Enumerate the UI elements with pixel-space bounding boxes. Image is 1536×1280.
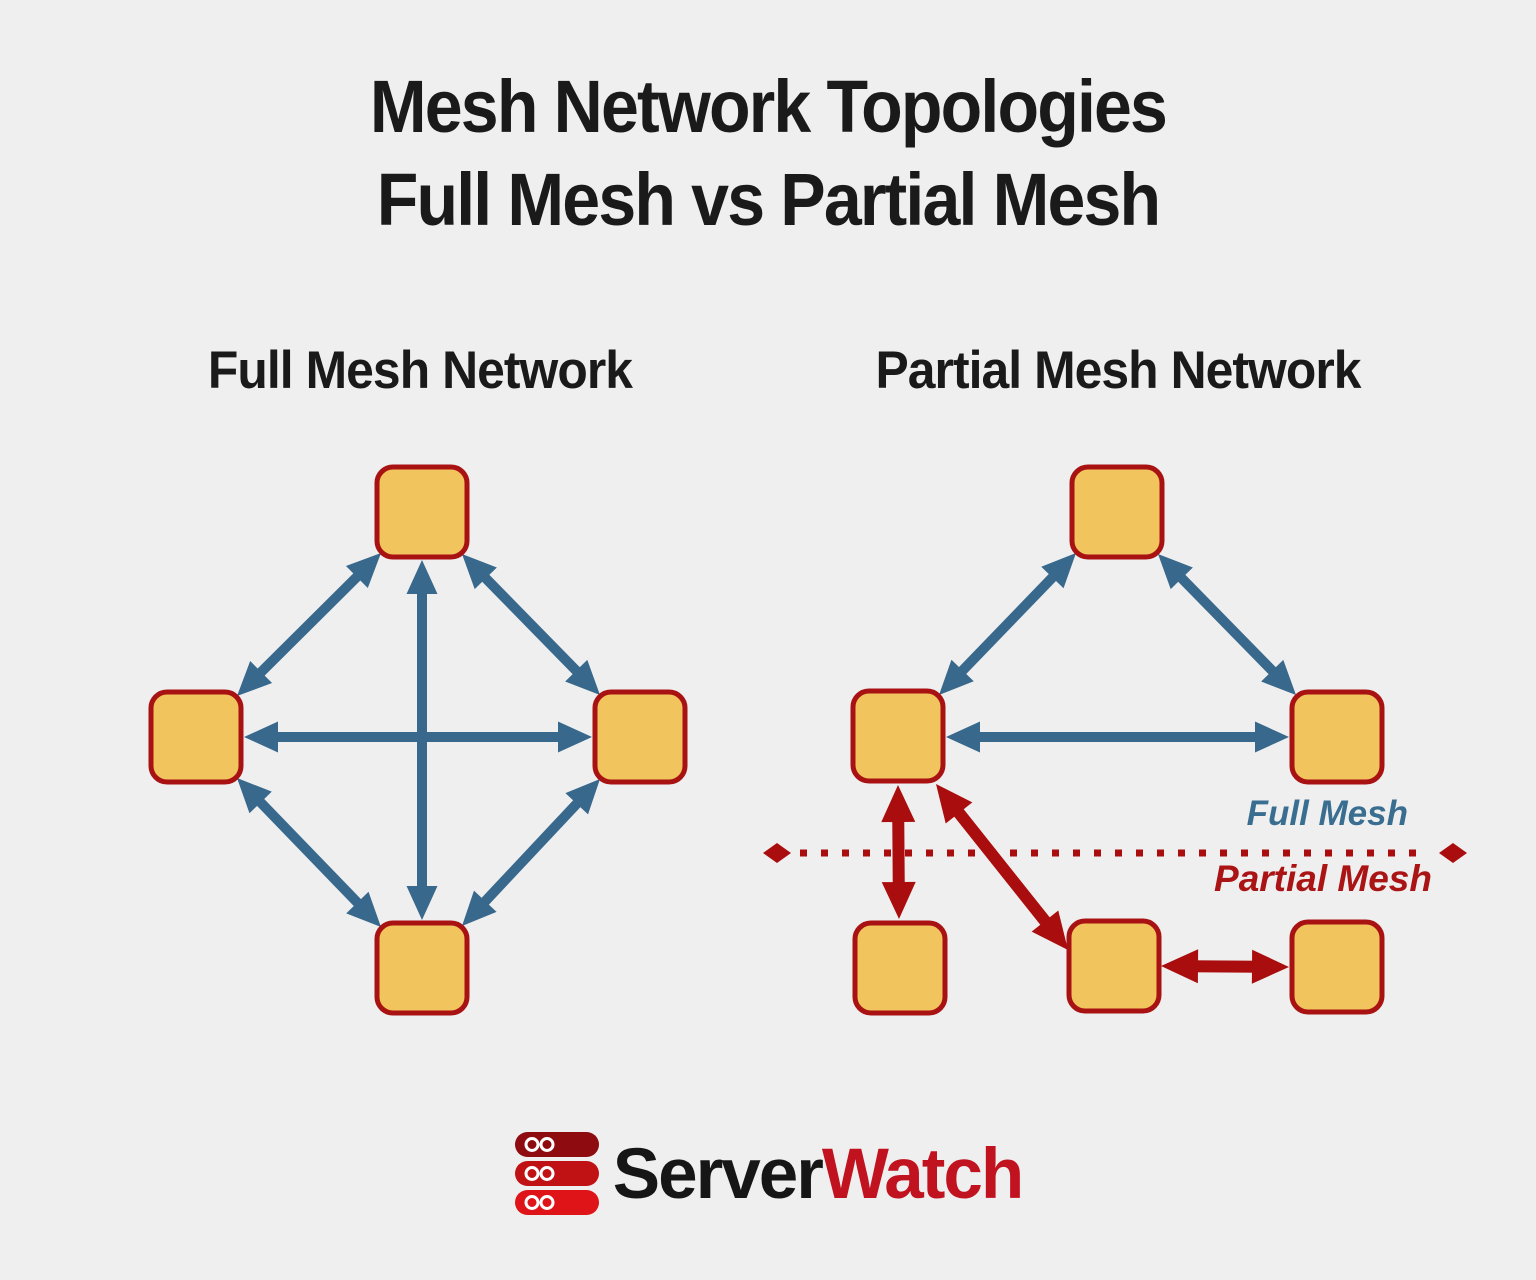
serverwatch-logo: ServerWatch [0, 1124, 1536, 1224]
link-pm-top-pm-right-arrowhead [1261, 659, 1296, 695]
link-pm-top-pm-left-arrowhead [1041, 553, 1076, 589]
serverwatch-wordmark: ServerWatch [613, 1139, 1024, 1210]
logo-text-server: Server [612, 1134, 824, 1214]
partial-mesh-network-label: Partial Mesh Network [875, 341, 1361, 400]
link-fm-top-fm-bottom-arrowhead [406, 560, 438, 594]
link-fm-left-fm-bottom-arrowhead [346, 891, 381, 927]
link-fm-right-fm-bottom [475, 794, 587, 911]
partial-mesh-legend-label: Partial Mesh [1214, 858, 1432, 899]
link-pm-left-pm-right-arrowhead [1255, 721, 1289, 753]
link-fm-top-fm-bottom-arrowhead [406, 886, 438, 920]
node-fm-left [148, 689, 244, 785]
link-pm-left-pm-right-arrowhead [946, 721, 980, 753]
link-fm-top-fm-left-arrowhead [237, 661, 273, 696]
link-fm-left-fm-right-arrowhead [244, 721, 278, 753]
node-pm-b2 [1066, 918, 1162, 1014]
link-fm-right-fm-bottom-arrowhead [462, 890, 497, 926]
link-pm-top-pm-right [1172, 568, 1282, 681]
divider-diamond-endpoint [763, 843, 791, 863]
link-fm-top-fm-right-arrowhead [565, 659, 600, 695]
link-pm-left-pm-b2-arrowhead [936, 784, 973, 824]
node-fm-right [592, 689, 688, 785]
node-pm-b1 [852, 920, 948, 1016]
link-fm-left-fm-bottom-arrowhead [237, 778, 272, 814]
link-fm-top-fm-right [476, 568, 586, 681]
link-fm-top-fm-left [251, 567, 367, 682]
title-line-1: Mesh Network Topologies [369, 65, 1168, 148]
divider-diamond-endpoint [1439, 843, 1467, 863]
full-mesh-legend-label: Full Mesh [1246, 794, 1408, 833]
node-pm-left [850, 688, 946, 784]
link-pm-top-pm-right-arrowhead [1158, 554, 1193, 590]
link-pm-left-pm-b1-arrowhead [881, 881, 916, 919]
link-pm-left-pm-b1-arrowhead [881, 785, 916, 823]
link-pm-left-pm-b2-arrowhead [1031, 910, 1068, 950]
node-fm-bottom [374, 920, 470, 1016]
node-pm-b3 [1289, 919, 1385, 1015]
link-pm-b2-pm-b3 [1188, 960, 1262, 973]
title-line-2: Full Mesh vs Partial Mesh [376, 158, 1161, 241]
link-pm-left-pm-b1 [892, 812, 905, 892]
link-pm-b2-pm-b3-arrowhead [1251, 949, 1289, 984]
link-pm-top-pm-left-arrowhead [939, 659, 974, 695]
server-stack-icon [514, 1132, 599, 1215]
full-mesh-network-label: Full Mesh Network [207, 341, 633, 400]
link-fm-top-fm-left-arrowhead [345, 553, 381, 588]
node-pm-right [1289, 689, 1385, 785]
link-pm-b2-pm-b3-arrowhead [1161, 949, 1199, 984]
link-pm-left-pm-b2 [948, 801, 1056, 933]
node-pm-top [1069, 464, 1165, 560]
link-pm-top-pm-left [953, 567, 1062, 681]
node-fm-top [374, 464, 470, 560]
logo-text-watch: Watch [821, 1134, 1024, 1214]
link-fm-top-fm-right-arrowhead [462, 554, 497, 590]
page-title: Mesh Network Topologies Full Mesh vs Par… [61, 60, 1474, 246]
link-fm-left-fm-right-arrowhead [558, 721, 592, 753]
link-fm-right-fm-bottom-arrowhead [565, 779, 600, 815]
link-fm-left-fm-bottom [251, 792, 367, 913]
